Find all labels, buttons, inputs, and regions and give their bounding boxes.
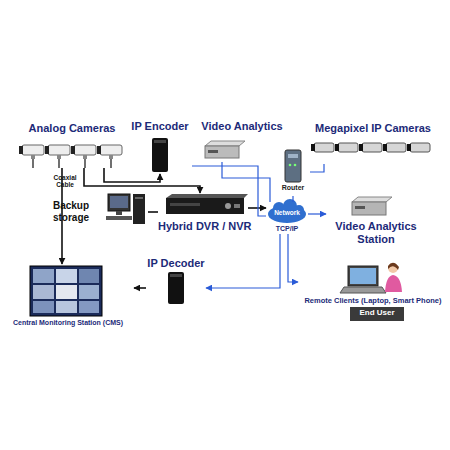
node-label: Video Analytics bbox=[196, 120, 288, 133]
node-label: Remote Clients (Laptop, Smart Phone) bbox=[298, 296, 448, 305]
analytics-node: Video Analytics bbox=[196, 120, 288, 162]
connector bbox=[104, 168, 160, 182]
router-device bbox=[285, 150, 301, 182]
user-badge: End User bbox=[350, 307, 404, 321]
node-label: Video Analytics Station bbox=[326, 220, 426, 246]
encoder-device bbox=[152, 138, 168, 172]
node-label: Megapixel IP Cameras bbox=[306, 122, 440, 135]
connector bbox=[192, 166, 266, 216]
node-label: Network bbox=[266, 209, 308, 216]
node-label: Backup storage bbox=[44, 200, 98, 224]
connector bbox=[310, 164, 324, 172]
router-node: Router bbox=[276, 146, 310, 196]
camera-group: Analog Cameras bbox=[16, 122, 128, 168]
dvr-device bbox=[166, 194, 248, 214]
video-wall bbox=[30, 266, 102, 316]
node-label: End User bbox=[350, 308, 404, 317]
node-label: Router bbox=[276, 184, 310, 192]
connector bbox=[148, 211, 158, 213]
node-label: IP Encoder bbox=[128, 120, 192, 133]
connector bbox=[308, 213, 326, 214]
connector bbox=[288, 234, 298, 282]
node-label: Hybrid DVR / NVR bbox=[158, 220, 248, 233]
client-node: End User Remote Clients (Laptop, Smart Ph… bbox=[298, 256, 448, 324]
recorder-node: Hybrid DVR / NVR bbox=[158, 193, 248, 235]
camera-group: Megapixel IP Cameras bbox=[306, 122, 440, 164]
node-label: TCP/IP bbox=[266, 225, 308, 233]
decoder-device bbox=[168, 272, 184, 304]
monitoring-node: Central Monitoring Station (CMS) bbox=[2, 264, 134, 332]
connector bbox=[134, 287, 146, 289]
network-node: NetworkTCP/IP bbox=[266, 202, 308, 234]
connector bbox=[84, 168, 200, 193]
analytics-station bbox=[352, 197, 392, 215]
analytics-device bbox=[205, 141, 245, 158]
connector bbox=[248, 207, 266, 209]
cable-label: Coaxial Cable bbox=[47, 174, 83, 188]
decoder-node: IP Decoder bbox=[146, 256, 206, 308]
backup-computer bbox=[106, 194, 145, 224]
node-label: Central Monitoring Station (CMS) bbox=[2, 319, 134, 327]
node-label: IP Decoder bbox=[146, 257, 206, 270]
encoder-node: IP Encoder bbox=[128, 120, 192, 174]
megapixel-camera bbox=[311, 143, 430, 152]
connector bbox=[206, 234, 280, 288]
analog-camera bbox=[19, 145, 122, 168]
station-node: Video Analytics Station bbox=[326, 194, 426, 252]
node-label: Analog Cameras bbox=[16, 122, 128, 135]
remote-client bbox=[340, 263, 402, 293]
connector bbox=[292, 196, 293, 202]
storage-node: Backup storage bbox=[44, 190, 148, 230]
connector bbox=[222, 162, 270, 202]
